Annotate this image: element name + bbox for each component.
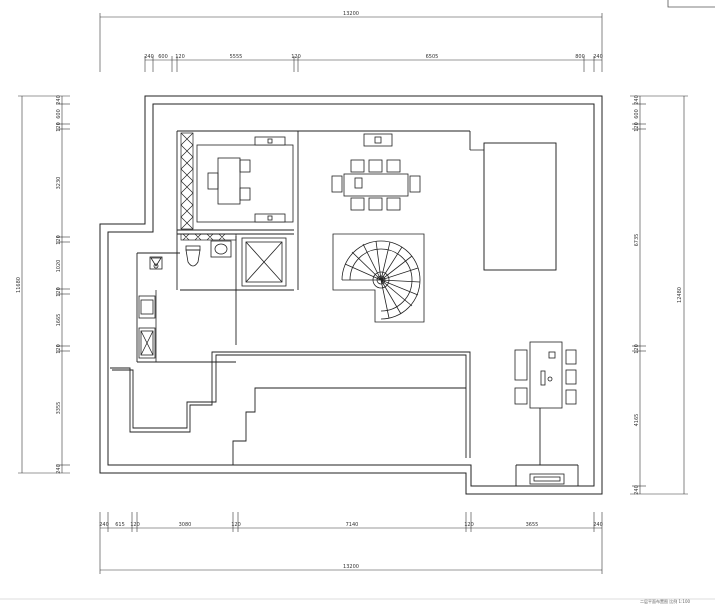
left-dim-seg-1: 240 <box>56 95 62 105</box>
bottom-dim-seg-7: 120 <box>464 522 474 528</box>
exterior-walls <box>99 95 603 495</box>
left-dim-seg-4: 3230 <box>56 177 62 190</box>
top-dim-seg-6: 6505 <box>426 54 439 60</box>
top-dim-seg-3: 120 <box>175 54 185 60</box>
left-dim-seg-3: 120 <box>56 122 62 132</box>
bottom-dim-seg-1: 240 <box>99 522 109 528</box>
left-dim-seg-6: 1020 <box>56 260 62 273</box>
left-dim-seg-5: 120 <box>56 235 62 245</box>
closet-strip <box>180 233 237 241</box>
bottom-dim-seg-5: 120 <box>231 522 241 528</box>
elevator-shaft <box>241 237 287 287</box>
bottom-dimension-chain <box>99 512 603 574</box>
bottom-dim-seg-3: 120 <box>130 522 140 528</box>
toilet <box>185 245 201 267</box>
right-dim-seg-4: 6735 <box>634 234 640 247</box>
dining-table <box>331 159 421 211</box>
top-dim-seg-7: 800 <box>575 54 585 60</box>
wardrobe-hatch <box>180 132 194 230</box>
kitchen-sink <box>138 295 156 319</box>
drawing-footer-note: 二层平面布置图 比例 1:100 <box>640 598 691 604</box>
right-dim-seg-5: 120 <box>634 344 640 354</box>
left-dimension-chain <box>18 95 70 474</box>
right-dim-seg-3: 120 <box>634 122 640 132</box>
floor-drain-icon <box>149 256 163 270</box>
top-dim-seg-2: 600 <box>158 54 168 60</box>
washbasin <box>210 240 232 258</box>
wall-cabinet <box>363 133 393 147</box>
bottom-dim-seg-8: 3655 <box>526 522 539 528</box>
bottom-dim-seg-6: 7140 <box>346 522 359 528</box>
right-overall-dimension: 12480 <box>677 287 683 303</box>
lounge-table-set <box>514 341 577 409</box>
left-dim-seg-7: 120 <box>56 287 62 297</box>
left-dim-seg-10: 3355 <box>56 402 62 415</box>
bottom-dim-seg-2: 615 <box>115 522 125 528</box>
left-overall-dimension: 11680 <box>16 277 22 293</box>
right-dim-seg-7: 240 <box>634 485 640 495</box>
bed <box>196 136 294 223</box>
top-dimension-chain <box>99 13 603 72</box>
top-dim-seg-5: 120 <box>291 54 301 60</box>
stove <box>138 327 156 359</box>
spiral-staircase <box>332 233 425 323</box>
top-dim-seg-1: 240 <box>144 54 154 60</box>
left-dim-seg-9: 120 <box>56 344 62 354</box>
bottom-dim-seg-9: 240 <box>593 522 603 528</box>
right-dim-seg-1: 240 <box>634 95 640 105</box>
tv-cabinet <box>529 473 565 485</box>
right-dim-seg-6: 4165 <box>634 414 640 427</box>
sheet-corner-mark <box>667 0 715 8</box>
right-dim-seg-2: 600 <box>634 109 640 119</box>
top-overall-dimension: 13200 <box>343 11 359 17</box>
left-dim-seg-8: 1665 <box>56 314 62 327</box>
left-dim-seg-11: 240 <box>56 464 62 474</box>
bottom-overall-dimension: 13200 <box>343 564 359 570</box>
bar-counter <box>470 142 557 271</box>
left-dim-seg-2: 600 <box>56 109 62 119</box>
top-dim-seg-8: 240 <box>593 54 603 60</box>
bottom-dim-seg-4: 3080 <box>179 522 192 528</box>
top-dim-seg-4: 5555 <box>230 54 243 60</box>
right-dimension-chain <box>630 95 688 495</box>
